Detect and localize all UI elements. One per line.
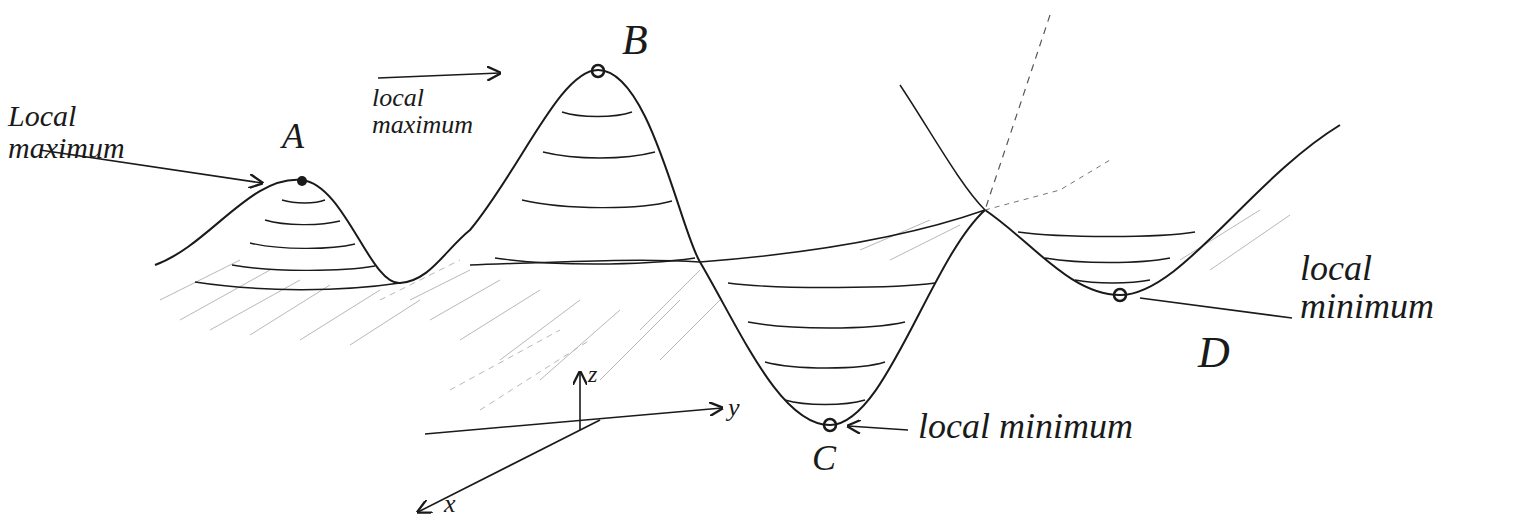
- point-letter: C: [812, 440, 836, 478]
- annotation: local maximum: [372, 84, 512, 139]
- point-letter: D: [1198, 330, 1230, 376]
- hidden-line: [985, 160, 1110, 210]
- annotation: local minimum: [918, 408, 1133, 446]
- point-letter: B: [622, 18, 648, 62]
- hidden-line: [985, 15, 1050, 210]
- leader-arrow: [40, 73, 1292, 430]
- shading: [160, 210, 1290, 410]
- annotation: local minimum: [1300, 250, 1500, 326]
- axis-label: z: [588, 362, 597, 387]
- point-letter: A: [282, 118, 304, 156]
- axes: [418, 372, 722, 512]
- axis-label: x: [444, 490, 456, 517]
- surface-profile: [155, 70, 1340, 425]
- point-marker: [297, 65, 1126, 431]
- axis-label: y: [728, 394, 740, 421]
- contour-lines: [232, 112, 1195, 405]
- surface-profile: [900, 85, 985, 210]
- annotation: Local maximum: [8, 100, 158, 163]
- surface-edge: [195, 210, 985, 290]
